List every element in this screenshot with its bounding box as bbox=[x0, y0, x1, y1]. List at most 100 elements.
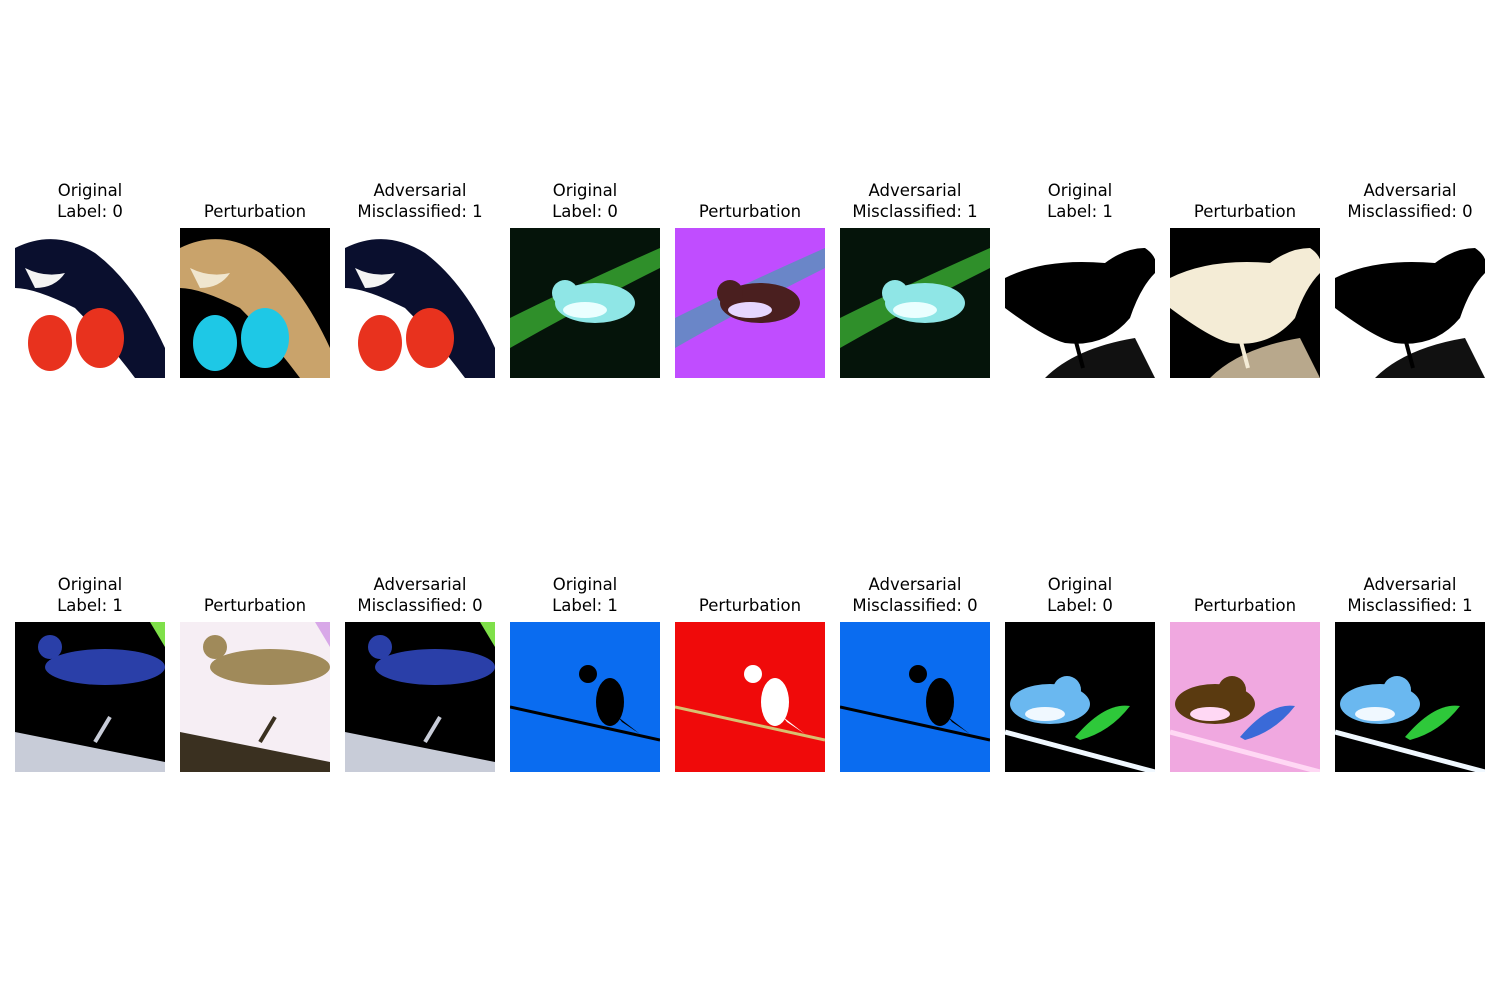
bird-image bbox=[510, 228, 660, 378]
panel-title: Perturbation bbox=[150, 201, 360, 222]
bird-belly bbox=[190, 268, 230, 288]
bird-tail bbox=[783, 717, 805, 734]
panel-title-line: Misclassified: 1 bbox=[357, 202, 483, 221]
image-background bbox=[675, 622, 825, 772]
bird-image bbox=[1170, 622, 1320, 772]
panel-title-line: Original bbox=[552, 181, 618, 200]
bird-belly bbox=[893, 302, 937, 318]
bird-body bbox=[1335, 248, 1485, 344]
bird-head bbox=[38, 635, 62, 659]
panel-title-line: Perturbation bbox=[203, 202, 307, 221]
panel-title-line: Original bbox=[1047, 575, 1113, 594]
panel-title: Perturbation bbox=[150, 595, 360, 616]
leaf bbox=[1075, 705, 1130, 740]
panel-title-line: Misclassified: 1 bbox=[1347, 596, 1473, 615]
panel-title-line: Perturbation bbox=[1193, 202, 1297, 221]
bird-image bbox=[675, 622, 825, 772]
ledge bbox=[345, 732, 495, 772]
bird-image bbox=[180, 228, 330, 378]
panel-title-line: Adversarial bbox=[1363, 181, 1457, 200]
wire bbox=[510, 705, 660, 742]
bird-image bbox=[1335, 622, 1485, 772]
bird-belly bbox=[728, 302, 772, 318]
bird-head bbox=[1218, 676, 1246, 704]
branch bbox=[1335, 729, 1485, 772]
wire bbox=[675, 705, 825, 742]
panel-title-line: Label: 1 bbox=[552, 596, 618, 615]
bird-body bbox=[15, 239, 165, 378]
panel-title-line: Original bbox=[57, 575, 123, 594]
bird-body bbox=[180, 239, 330, 378]
wire bbox=[840, 705, 990, 742]
fingertip bbox=[358, 315, 402, 371]
bird-image bbox=[510, 622, 660, 772]
image-background bbox=[510, 622, 660, 772]
bird-head bbox=[744, 665, 762, 683]
panel-title-line: Misclassified: 0 bbox=[1347, 202, 1473, 221]
bird-body bbox=[1005, 248, 1155, 344]
bird-belly bbox=[1025, 707, 1065, 721]
rock bbox=[1375, 338, 1485, 378]
bird-leg bbox=[93, 715, 112, 744]
bird-leg bbox=[423, 715, 442, 744]
ledge bbox=[15, 732, 165, 772]
panel-title-line: Adversarial bbox=[1363, 575, 1457, 594]
panel-title-line: Adversarial bbox=[868, 181, 962, 200]
panel-title-line: Misclassified: 0 bbox=[852, 596, 978, 615]
rock bbox=[1210, 338, 1320, 378]
bird-belly bbox=[355, 268, 395, 288]
bird-image bbox=[1005, 622, 1155, 772]
bird-belly bbox=[25, 268, 65, 288]
bird-leg bbox=[258, 715, 277, 744]
panel-title: Perturbation bbox=[1140, 201, 1350, 222]
leaf bbox=[150, 622, 165, 647]
panel-title: Perturbation bbox=[1140, 595, 1350, 616]
bird-image bbox=[675, 228, 825, 378]
bird-body bbox=[926, 678, 954, 726]
bird-head bbox=[552, 280, 578, 306]
bird-image bbox=[15, 228, 165, 378]
panel-title: Perturbation bbox=[645, 595, 855, 616]
panel-title-line: Perturbation bbox=[698, 202, 802, 221]
panel-title-line: Perturbation bbox=[698, 596, 802, 615]
panel-title-line: Perturbation bbox=[1193, 596, 1297, 615]
bird-body bbox=[596, 678, 624, 726]
bird-image bbox=[15, 622, 165, 772]
rock bbox=[1045, 338, 1155, 378]
panel-title-line: Label: 1 bbox=[57, 596, 123, 615]
panel-title-line: Original bbox=[1047, 181, 1113, 200]
leaf bbox=[480, 622, 495, 647]
bird-image bbox=[840, 622, 990, 772]
bird-leg bbox=[1073, 337, 1085, 369]
bird-head bbox=[1383, 676, 1411, 704]
panel-title-line: Original bbox=[552, 575, 618, 594]
bird-image bbox=[345, 622, 495, 772]
bird-leg bbox=[1403, 337, 1415, 369]
panel-title-line: Label: 0 bbox=[552, 202, 618, 221]
leaf bbox=[1240, 705, 1295, 740]
bird-belly bbox=[1190, 707, 1230, 721]
fingertip bbox=[241, 308, 289, 368]
bird-image bbox=[1335, 228, 1485, 378]
panel-title-line: Label: 0 bbox=[57, 202, 123, 221]
bird-body bbox=[210, 649, 330, 685]
image-background bbox=[840, 622, 990, 772]
panel-title-line: Adversarial bbox=[868, 575, 962, 594]
bird-tail bbox=[948, 717, 970, 734]
fingertip bbox=[406, 308, 454, 368]
bird-head bbox=[717, 280, 743, 306]
bird-head bbox=[909, 665, 927, 683]
panel-title-line: Original bbox=[57, 181, 123, 200]
bird-body bbox=[345, 239, 495, 378]
